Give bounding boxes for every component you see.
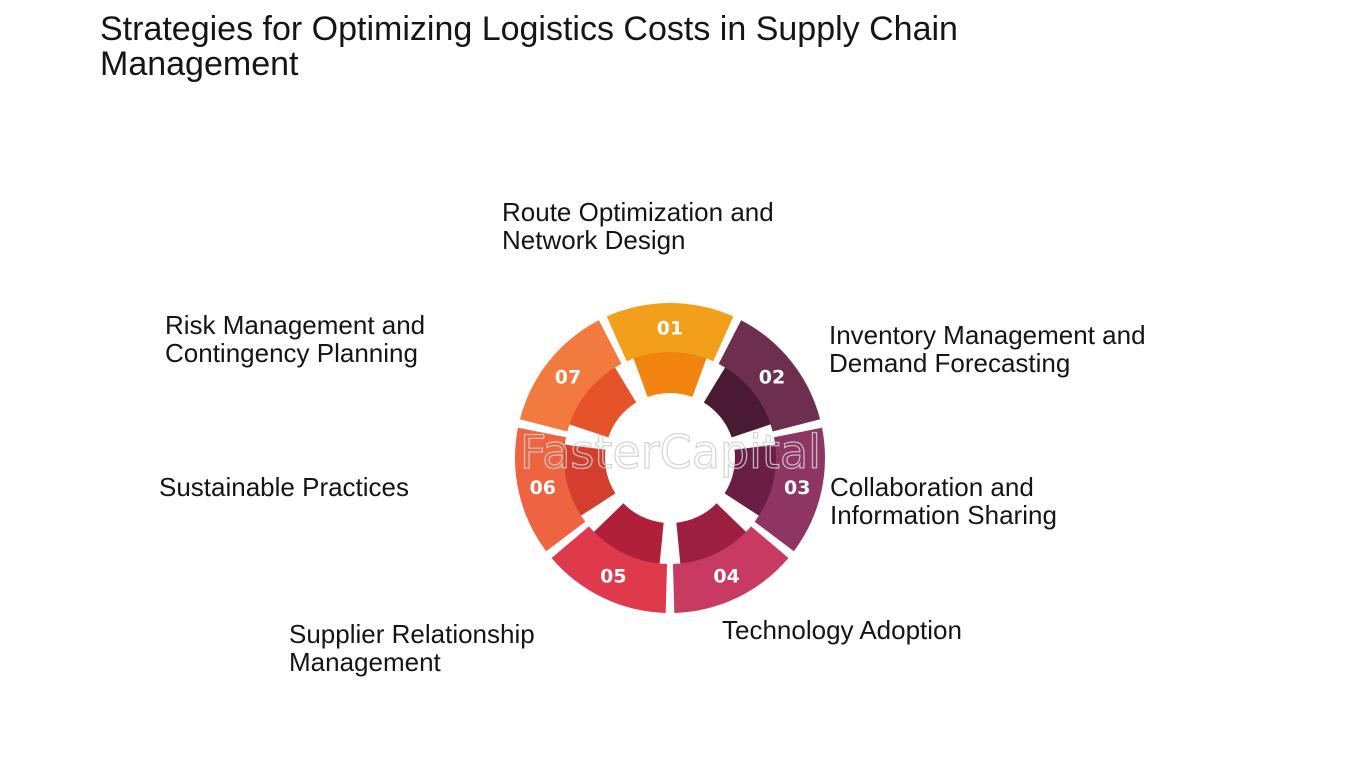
- segment-label-07: Risk Management and Contingency Planning: [165, 310, 426, 368]
- segment-label-06: Sustainable Practices: [159, 472, 410, 502]
- wheel-segment-04: 04: [672, 503, 789, 613]
- wheel-segment-inner-01: [632, 348, 708, 397]
- segment-number-03: 03: [784, 477, 810, 499]
- segment-label-01: Route Optimization and Network Design: [502, 197, 774, 255]
- segment-number-07: 07: [555, 367, 581, 389]
- wheel-segment-07: 07: [519, 320, 637, 438]
- wheel-segment-outer-06: [514, 427, 586, 552]
- wheel-segment-inner-07: [565, 364, 637, 438]
- segment-label-02: Inventory Management and Demand Forecast…: [829, 320, 1146, 378]
- wheel-segment-inner-04: [676, 503, 749, 568]
- wheel-segment-inner-03: [724, 444, 781, 518]
- segment-label-03: Collaboration and Information Sharing: [830, 472, 1057, 530]
- wheel-segment-03: 03: [724, 427, 826, 552]
- wheel-segment-01: 01: [606, 303, 734, 397]
- wheel-segment-05: 05: [551, 503, 668, 613]
- wheel-segment-06: 06: [514, 427, 616, 552]
- wheel-segment-outer-07: [519, 320, 622, 432]
- segment-label-05: Supplier Relationship Management: [289, 619, 535, 677]
- wheel-segment-outer-04: [672, 526, 789, 613]
- diagram-title: Strategies for Optimizing Logistics Cost…: [100, 10, 958, 83]
- segment-number-01: 01: [657, 318, 683, 340]
- wheel-segment-outer-05: [551, 526, 668, 613]
- segment-number-04: 04: [713, 566, 739, 588]
- wheel-segment-inner-05: [591, 503, 664, 568]
- wheel-segment-02: 02: [703, 320, 821, 438]
- segment-number-02: 02: [759, 367, 785, 389]
- segment-number-06: 06: [530, 477, 556, 499]
- wheel-segment-outer-02: [718, 320, 821, 432]
- watermark-logo: FasterCapital: [520, 425, 821, 479]
- segment-number-05: 05: [600, 566, 626, 588]
- segment-label-04: Technology Adoption: [722, 615, 962, 645]
- wheel-segment-inner-02: [703, 364, 775, 438]
- wheel-segment-inner-06: [559, 444, 616, 518]
- wheel-segment-outer-01: [606, 303, 734, 362]
- wheel-segment-outer-03: [754, 427, 826, 552]
